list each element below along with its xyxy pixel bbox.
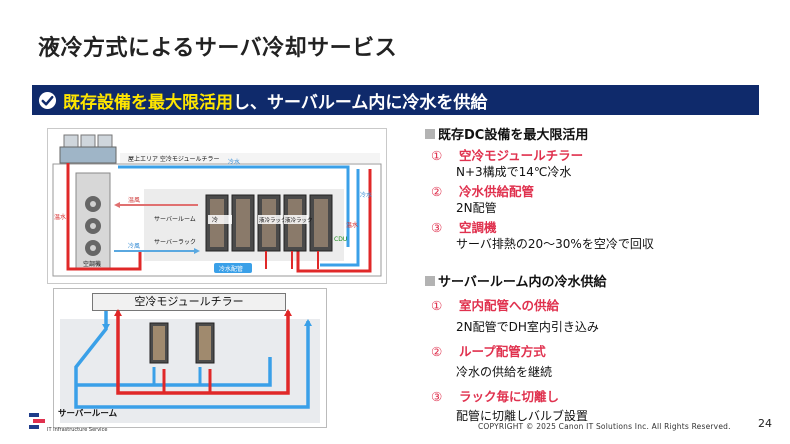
item-number: ②: [431, 184, 443, 199]
section2-item-3: ③ ラック毎に切離し: [431, 386, 559, 405]
item-label: 冷水供給配管: [459, 184, 535, 199]
warm-water-left-label: 温水: [54, 213, 66, 221]
copyright: COPYRIGHT © 2025 Canon IT Solutions Inc.…: [478, 422, 731, 431]
cold-pipe-top: [118, 165, 350, 247]
hot-pipe-right: [296, 169, 372, 273]
hot-loop-pipe: [116, 311, 290, 395]
headline-banner: 既存設備を最大限活用 し、サーバルーム内に冷水を供給: [32, 85, 759, 115]
facility-diagram-svg: 屋上エリア 空冷モジュールチラー 空調機 冷水 冷水: [52, 134, 382, 277]
liquid-rack-label-1: 液冷ラック: [259, 216, 287, 224]
section2-item-3-detail: 配管に切離しバルブ設置: [456, 409, 589, 423]
air-conditioner-label: 空調機: [83, 260, 101, 268]
section2-item-2: ② ループ配管方式: [431, 341, 546, 360]
page-title: 液冷方式によるサーバ冷却サービス: [38, 36, 398, 61]
liquid-rack-label-2: 液冷ラック: [285, 216, 313, 224]
roof-chiller-units: [59, 134, 117, 164]
page-number: 24: [758, 417, 772, 430]
chiller-header: 空冷モジュールチラー: [92, 293, 286, 311]
square-bullet-icon: [425, 276, 435, 286]
item-label: 空冷モジュールチラー: [459, 148, 584, 163]
item-number: ②: [431, 344, 443, 359]
section1-heading: 既存DC設備を最大限活用: [425, 124, 588, 143]
cold-pipe-right: [320, 169, 360, 267]
item-label: ラック毎に切離し: [459, 389, 560, 404]
item-number: ③: [431, 389, 443, 404]
section1-item-1: ① 空冷モジュールチラー: [431, 145, 583, 164]
section2-heading: サーバールーム内の冷水供給: [425, 271, 606, 290]
facility-diagram: 屋上エリア 空冷モジュールチラー 空調機 冷水 冷水: [47, 128, 387, 284]
footer-logo-sub: IT Infrastructure Service: [47, 427, 108, 433]
section1-heading-text: 既存DC設備を最大限活用: [438, 128, 589, 143]
item-label: 空調機: [459, 220, 497, 235]
warm-air-label: 温風: [128, 196, 140, 204]
item-number: ①: [431, 148, 443, 163]
hot-pipe-left: [66, 163, 142, 271]
section2-item-2-detail: 冷水の供給を継続: [456, 365, 553, 379]
check-circle-icon: [38, 91, 57, 109]
footer-logo-label: サーバールーム: [58, 409, 118, 419]
cold-water-top-label: 冷水: [228, 158, 240, 166]
item-label: 室内配管への供給: [459, 298, 560, 313]
section2-item-1: ① 室内配管への供給: [431, 295, 559, 314]
section1-item-2: ② 冷水供給配管: [431, 181, 534, 200]
item-number: ③: [431, 220, 443, 235]
roof-area-label: 屋上エリア 空冷モジュールチラー: [128, 155, 220, 163]
piping-label: 冷水配管: [219, 265, 243, 273]
cold-rack-label: 冷: [212, 216, 218, 224]
loop-piping-diagram: 空冷モジュールチラー: [53, 288, 327, 428]
server-room-label: サーバールーム: [154, 216, 196, 223]
cold-air-label: 冷風: [128, 242, 140, 250]
banner-text: し、サーバルーム内に冷水を供給: [233, 92, 488, 113]
square-bullet-icon: [425, 129, 435, 139]
cdu-label: CDU: [334, 236, 347, 243]
section2-heading-text: サーバールーム内の冷水供給: [438, 275, 607, 290]
section1-item-3: ③ 空調機: [431, 217, 497, 236]
item-number: ①: [431, 298, 443, 313]
loop-piping-svg: [60, 309, 320, 423]
section1-item-3-detail: サーバ排熱の20～30%を空冷で回収: [456, 237, 654, 251]
banner-highlight: 既存設備を最大限活用: [63, 92, 233, 113]
section1-item-2-detail: 2N配管: [456, 201, 497, 215]
server-rack-label: サーバーラック: [154, 239, 196, 246]
section1-item-1-detail: N+3構成で14℃冷水: [456, 165, 572, 179]
company-logo-icon: [29, 413, 45, 429]
section2-item-1-detail: 2N配管でDH室内引き込み: [456, 320, 599, 334]
cold-water-right-label: 冷水: [360, 191, 372, 199]
item-label: ループ配管方式: [459, 344, 546, 359]
warm-water-right-label: 温水: [346, 221, 358, 229]
